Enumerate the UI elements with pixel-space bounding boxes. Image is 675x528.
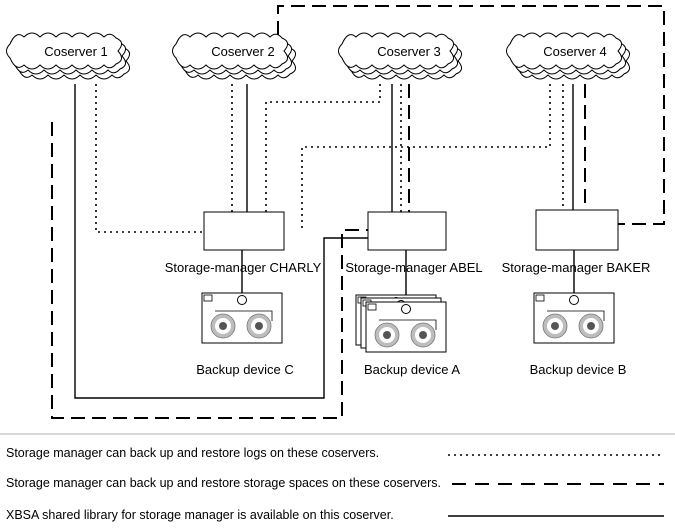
solid-lines xyxy=(74,84,575,399)
backup-device-c: Backup device C xyxy=(196,292,294,377)
storage-manager-baker: Storage-manager BAKER xyxy=(502,209,651,275)
charly-boundary xyxy=(51,122,368,419)
coserver-3-label: Coserver 3 xyxy=(377,44,441,59)
charly-xbsa-c1 xyxy=(74,84,368,399)
storage-manager-abel-label: Storage-manager ABEL xyxy=(345,260,482,275)
coserver-4-label: Coserver 4 xyxy=(543,44,607,59)
dotted-lines xyxy=(95,84,564,233)
dashed-boundaries xyxy=(51,5,665,419)
coserver-2-label: Coserver 2 xyxy=(211,44,275,59)
charly-logs-c3 xyxy=(265,84,381,212)
coserver-1-label: Coserver 1 xyxy=(44,44,108,59)
storage-manager-charly: Storage-manager CHARLY xyxy=(165,211,322,275)
legend-text-xbsa: XBSA shared library for storage manager … xyxy=(6,508,394,522)
storage-manager-abel: Storage-manager ABEL xyxy=(345,211,483,275)
coserver-4: Coserver 4 xyxy=(506,32,631,80)
storage-manager-baker-label: Storage-manager BAKER xyxy=(502,260,651,275)
backup-device-b: Backup device B xyxy=(530,292,627,377)
charly-logs-c1 xyxy=(95,84,204,233)
storage-manager-charly-label: Storage-manager CHARLY xyxy=(165,260,322,275)
legend-text-storage-spaces: Storage manager can back up and restore … xyxy=(6,476,441,490)
backup-device-a: Backup device A xyxy=(355,294,460,377)
legend-text-logs: Storage manager can back up and restore … xyxy=(6,446,380,460)
coserver-1: Coserver 1 xyxy=(6,32,131,80)
charly-logs-c4 xyxy=(301,84,551,232)
coserver-2: Coserver 2 xyxy=(172,32,297,80)
backup-device-c-label: Backup device C xyxy=(196,362,294,377)
backup-device-b-label: Backup device B xyxy=(530,362,627,377)
coserver-3: Coserver 3 xyxy=(338,32,463,80)
backup-device-a-label: Backup device A xyxy=(364,362,460,377)
